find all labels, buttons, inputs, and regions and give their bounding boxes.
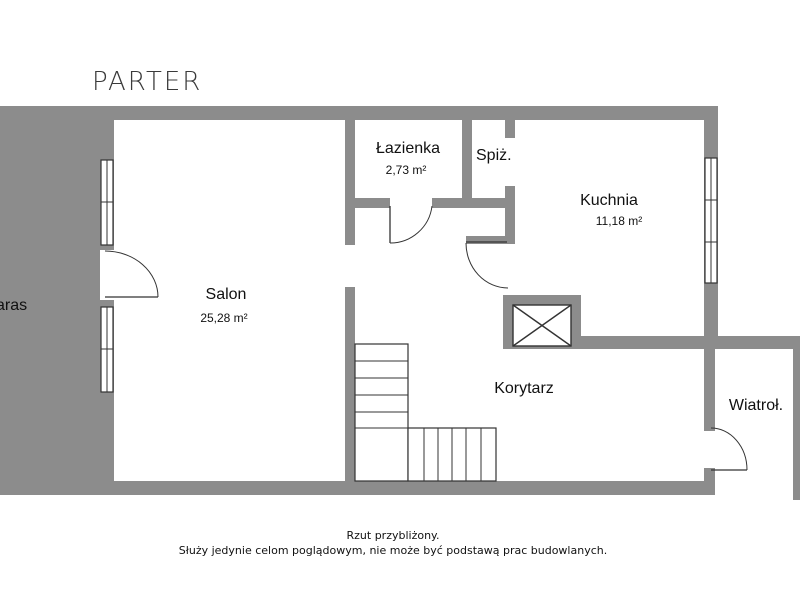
room-label-corridor: Korytarz: [494, 380, 554, 397]
door-terrace: [100, 250, 159, 300]
floor-title: PARTER: [92, 67, 202, 97]
room-area-salon: 25,28 m²: [200, 311, 247, 325]
door-bathroom: [389, 205, 433, 244]
terrace-area: [0, 106, 100, 495]
door-kitchen: [465, 241, 509, 289]
staircase: [354, 343, 497, 482]
room-area-kitchen: 11,18 m²: [596, 214, 642, 228]
room-label-salon: Salon: [206, 286, 247, 303]
note-disclaimer: Służy jedynie celom poglądowym, nie może…: [179, 544, 607, 557]
window-salon-bottom: [100, 306, 114, 393]
room-area-bathroom: 2,73 m²: [386, 163, 427, 177]
room-label-kitchen: Kuchnia: [580, 192, 638, 209]
door-vestibule: [704, 427, 748, 471]
note-approximate: Rzut przybliżony.: [347, 529, 440, 542]
room-label-pantry: Spiż.: [476, 147, 512, 164]
window-salon-top: [100, 159, 114, 246]
room-label-vestibule: Wiatroł.: [729, 397, 783, 414]
ventilation-shaft: [512, 304, 572, 347]
room-label-terrace: aras: [0, 297, 27, 314]
window-kitchen: [704, 157, 718, 284]
room-label-bathroom: Łazienka: [376, 140, 440, 157]
